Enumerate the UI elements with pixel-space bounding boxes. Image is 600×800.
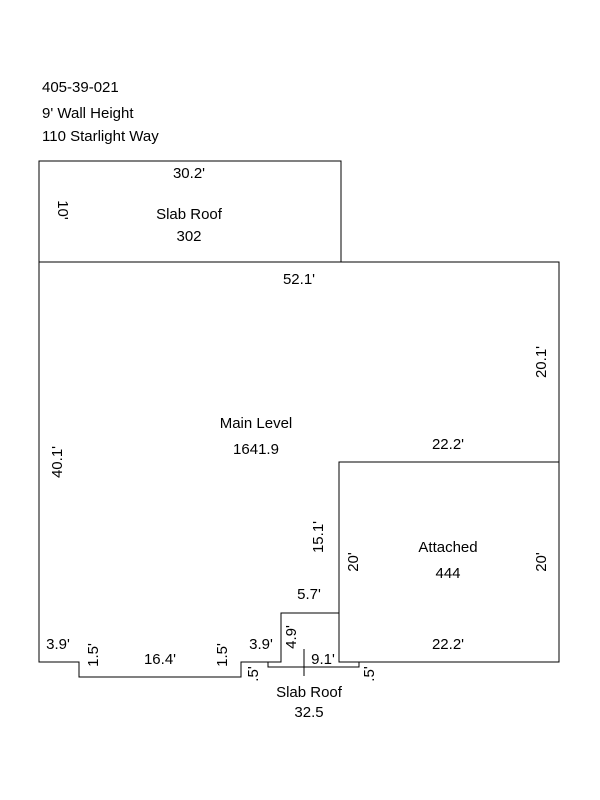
address: 110 Starlight Way bbox=[42, 128, 159, 145]
main-level-label: Main Level bbox=[220, 415, 293, 432]
attached-outline bbox=[338, 461, 560, 663]
dim-attached-inner-left: 15.1' bbox=[310, 521, 327, 553]
parcel-id: 405-39-021 bbox=[42, 79, 119, 96]
dim-bump-left: 1.5' bbox=[85, 643, 102, 667]
dim-main-top-width: 52.1' bbox=[283, 271, 315, 288]
dim-bottom-mid-short: 3.9' bbox=[249, 636, 273, 653]
dim-main-left-height: 40.1' bbox=[49, 446, 66, 478]
slab-roof-top-label: Slab Roof bbox=[156, 206, 223, 223]
main-level-outline bbox=[38, 261, 560, 678]
dim-attached-right: 20' bbox=[533, 552, 550, 572]
dim-slab-bottom-left: .5' bbox=[245, 666, 262, 682]
dim-bump-right: 1.5' bbox=[214, 643, 231, 667]
attached-value: 444 bbox=[435, 565, 460, 582]
dim-slab-top-width: 30.2' bbox=[173, 165, 205, 182]
dim-main-right-upper: 20.1' bbox=[533, 346, 550, 378]
slab-roof-top-value: 302 bbox=[176, 228, 201, 245]
dim-bump-width: 16.4' bbox=[144, 651, 176, 668]
slab-roof-bottom-label: Slab Roof bbox=[276, 684, 343, 701]
wall-height: 9' Wall Height bbox=[42, 105, 134, 122]
main-level-value: 1641.9 bbox=[233, 441, 279, 458]
dim-notch-top: 5.7' bbox=[297, 586, 321, 603]
dim-notch-side: 4.9' bbox=[283, 625, 300, 649]
dim-bottom-left-short: 3.9' bbox=[46, 636, 70, 653]
slab-roof-bottom-outline bbox=[267, 662, 360, 668]
attached-label: Attached bbox=[418, 539, 477, 556]
dim-attached-top: 22.2' bbox=[432, 436, 464, 453]
dim-attached-left: 20' bbox=[345, 552, 362, 572]
dim-slab-bottom-right: .5' bbox=[361, 666, 378, 682]
dim-attached-bottom: 22.2' bbox=[432, 636, 464, 653]
dim-slab-top-height: 10' bbox=[54, 200, 71, 220]
dim-slab-bottom-width: 9.1' bbox=[311, 651, 335, 668]
slab-roof-bottom-value: 32.5 bbox=[294, 704, 323, 721]
